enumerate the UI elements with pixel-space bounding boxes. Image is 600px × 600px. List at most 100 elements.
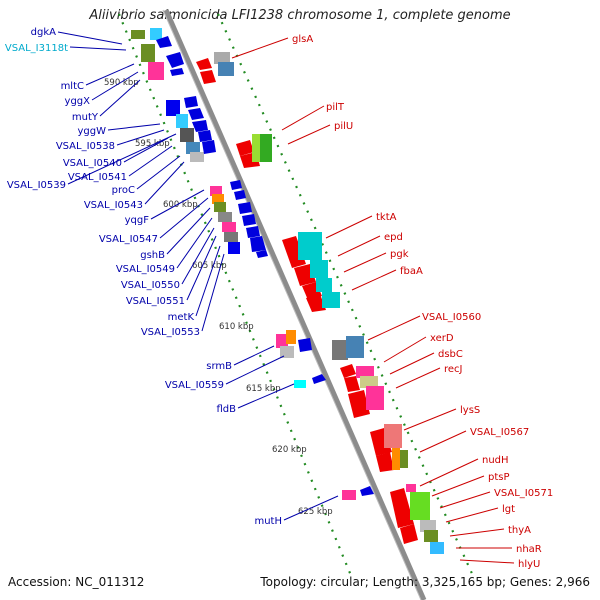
leader-line: [419, 430, 467, 453]
leader-line: [116, 129, 165, 146]
gene-block: [186, 142, 200, 154]
gene-block: [298, 232, 322, 260]
leader-line: [343, 252, 387, 273]
gene-label: srmB: [206, 361, 232, 372]
gene-arrow: [166, 52, 184, 68]
gene-arrow: [198, 130, 212, 142]
chromosome-backbone: [163, 8, 427, 600]
gene-block: [141, 44, 155, 62]
leader-line: [91, 71, 139, 101]
leader-line: [419, 458, 479, 487]
gene-block: [280, 346, 294, 358]
gene-arrow: [238, 202, 252, 214]
gene-arrow: [348, 390, 370, 418]
gene-block: [218, 62, 234, 76]
gene-label: VSAL_I0539: [7, 180, 66, 191]
leader-line: [195, 245, 221, 317]
gene-label: mutY: [72, 112, 99, 123]
gene-block: [260, 134, 272, 162]
gene-label: VSAL_I0559: [165, 380, 224, 391]
gene-block: [400, 450, 408, 468]
leader-line: [389, 352, 435, 375]
gene-label: metK: [168, 312, 195, 323]
kbp-label: 620 kbp: [272, 445, 307, 455]
gene-block: [430, 542, 444, 554]
gene-label: VSAL_I0567: [470, 427, 529, 438]
leader-line: [459, 559, 515, 564]
leader-line: [325, 215, 373, 239]
leader-line: [85, 63, 135, 86]
gene-label: fldB: [216, 404, 236, 415]
gene-block: [180, 128, 194, 142]
gene-label: epd: [384, 232, 403, 243]
kbp-label: 600 kbp: [163, 200, 198, 210]
kbp-label: 605 kbp: [192, 261, 227, 271]
gene-label: nudH: [482, 455, 509, 466]
trna-label: VSAL_I3118t: [5, 43, 68, 54]
page-title: Aliivibrio salmonicida LFI1238 chromosom…: [89, 8, 511, 23]
leader-line: [337, 235, 381, 257]
gene-block: [252, 134, 262, 162]
gene-block: [166, 100, 180, 116]
leader-line: [99, 79, 141, 117]
gene-label: recJ: [444, 364, 463, 375]
gene-label: VSAL_I0549: [116, 264, 175, 275]
leader-line: [186, 235, 217, 301]
gene-label: hlyU: [518, 559, 540, 570]
leader-line: [181, 227, 215, 285]
gene-label: gshB: [140, 250, 165, 261]
gene-arrow: [184, 96, 198, 108]
leader-line: [449, 528, 505, 537]
gene-label: mltC: [61, 81, 84, 92]
gene-block: [222, 222, 236, 232]
gene-block: [420, 520, 436, 532]
gene-block: [276, 334, 288, 348]
leader-line: [150, 189, 205, 220]
gene-block: [212, 194, 224, 204]
gene-label: proC: [112, 185, 135, 196]
gene-arrow: [312, 374, 326, 384]
gene-arrow: [196, 58, 212, 70]
gene-label: thyA: [508, 525, 531, 536]
gene-arrow: [170, 68, 184, 76]
right-leader-lines: [231, 37, 515, 564]
leader-line: [176, 217, 213, 269]
kbp-label: 625 kbp: [298, 507, 333, 517]
gene-label: xerD: [430, 333, 454, 344]
gene-block: [346, 336, 364, 358]
gene-block: [360, 376, 378, 388]
gene-label: pgk: [390, 249, 409, 260]
gene-arrow: [242, 214, 256, 226]
gene-block: [218, 212, 232, 222]
gene-label: VSAL_I0541: [68, 172, 127, 183]
leader-line: [57, 31, 123, 45]
gene-block: [310, 260, 328, 278]
gene-block: [332, 340, 348, 360]
gene-block: [286, 330, 296, 344]
gene-block: [210, 186, 222, 196]
gene-arrow: [306, 294, 326, 312]
gene-arrow: [360, 486, 374, 496]
chromosome-backbone-highlight: [162, 9, 422, 600]
gene-arrow: [344, 376, 360, 392]
gene-label: fbaA: [400, 266, 423, 277]
leader-line: [201, 253, 225, 332]
leader-line: [225, 355, 285, 385]
gene-block: [176, 114, 188, 128]
gene-label: VSAL_I0553: [141, 327, 200, 338]
leader-line: [281, 105, 325, 131]
leader-line: [445, 507, 499, 523]
leader-line: [431, 475, 485, 497]
leader-line: [166, 207, 211, 255]
leader-line: [144, 161, 185, 205]
gene-label: VSAL_I0571: [494, 488, 553, 499]
gene-label: VSAL_I0547: [99, 234, 158, 245]
gene-label: VSAL_I0551: [126, 296, 185, 307]
gene-block: [384, 424, 402, 448]
gene-block: [150, 28, 162, 40]
gene-arrow: [188, 108, 204, 120]
gene-label: lgt: [502, 504, 515, 515]
gene-label: VSAL_I0550: [121, 280, 180, 291]
leader-line: [395, 367, 441, 389]
leader-line: [231, 37, 289, 59]
